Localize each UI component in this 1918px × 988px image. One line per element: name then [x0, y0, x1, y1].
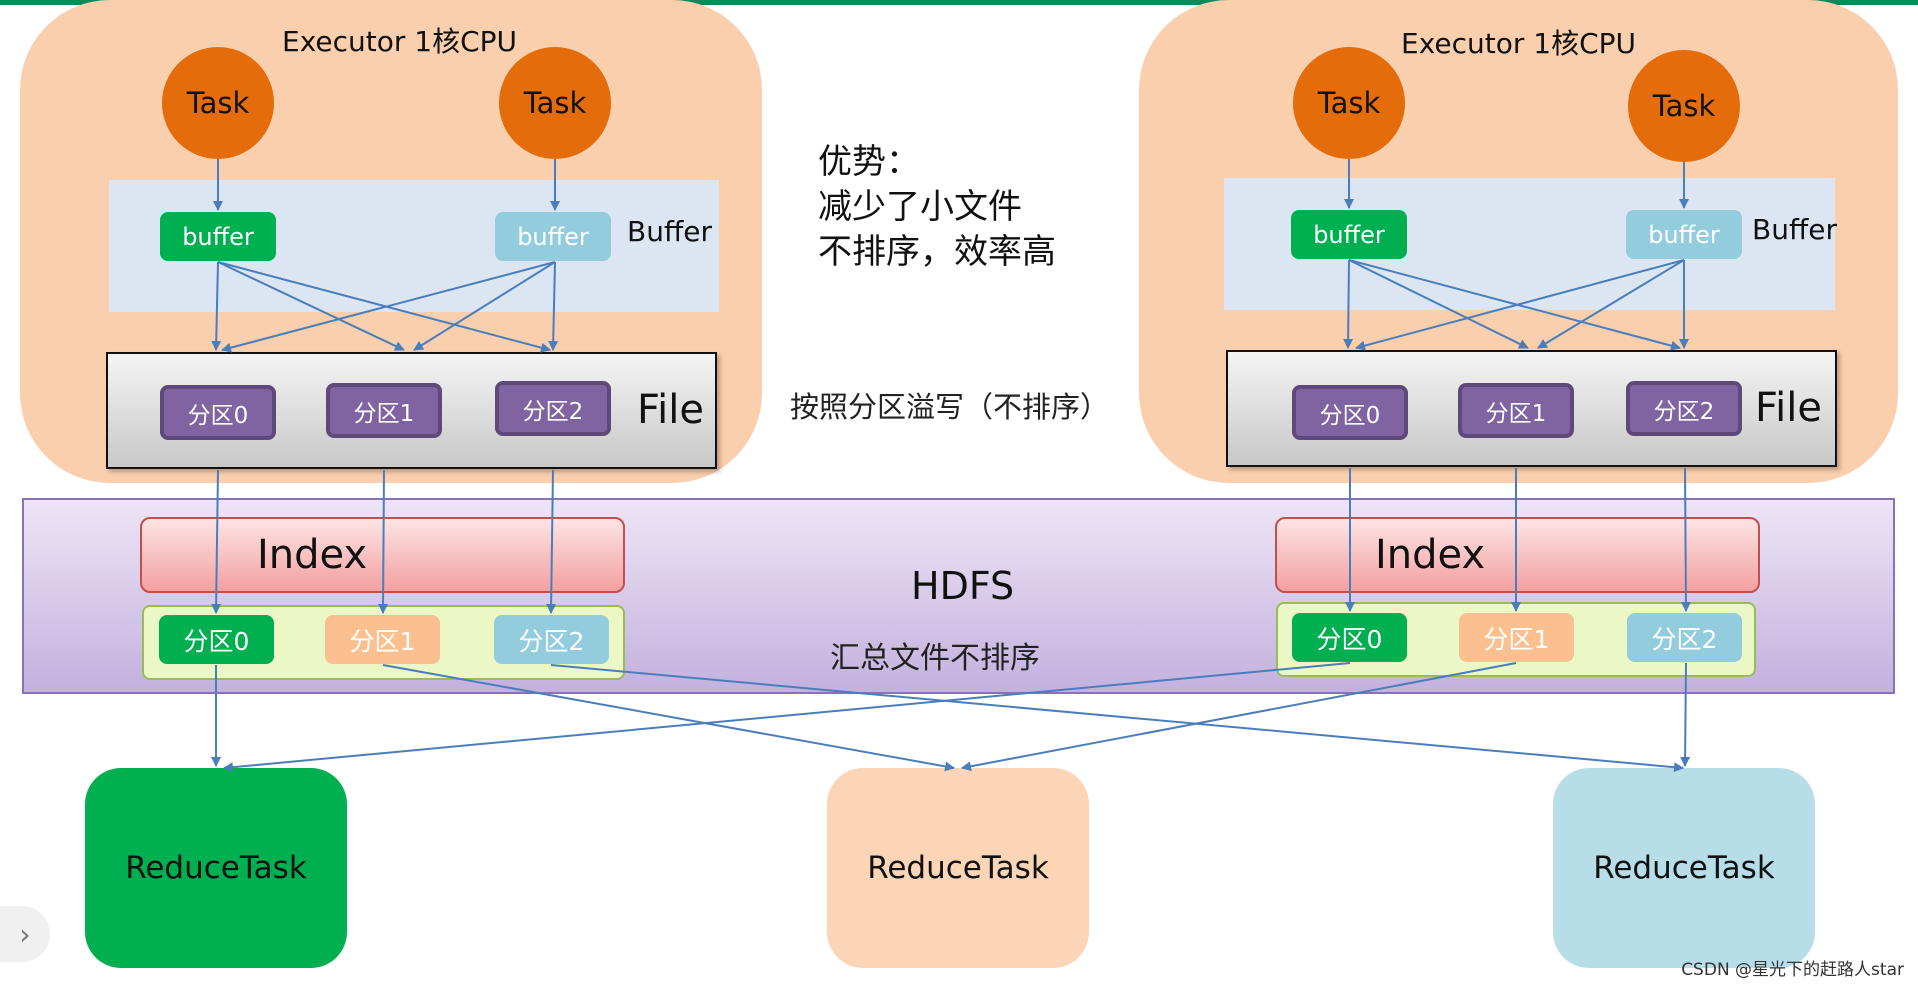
executor-right-buffer-label: Buffer — [1752, 213, 1837, 246]
arrow-left-p2-reduce2 — [550, 664, 1684, 773]
arrow-left-file-p0-hdfs — [211, 469, 222, 614]
advantages-heading: 优势： — [818, 142, 920, 182]
executor-left-buffer-1: buffer — [160, 212, 276, 261]
arrow-left-file-p2-hdfs — [546, 469, 557, 614]
hdfs-label: HDFS — [911, 564, 1015, 608]
advantages-text: 优势： 减少了小文件 不排序，效率高 — [818, 140, 1056, 275]
executor-left-partition-1: 分区1 — [326, 383, 442, 438]
reduce-task-2: ReduceTask — [1553, 768, 1815, 968]
spill-text: 按照分区溢写（不排序） — [790, 390, 1110, 424]
arrow-right-b2-p1 — [1537, 259, 1685, 349]
reduce-task-1: ReduceTask — [827, 768, 1089, 968]
top-accent-bar — [0, 0, 1918, 5]
executor-right-file-label: File — [1755, 385, 1822, 431]
advantages-line-2: 不排序，效率高 — [818, 232, 1056, 272]
executor-right-task-2: Task — [1628, 50, 1740, 162]
executor-right-buffer-1: buffer — [1291, 210, 1407, 259]
executor-left-buffer-label: Buffer — [627, 215, 712, 248]
executor-right-partition-2: 分区2 — [1626, 381, 1742, 436]
executor-right-partition-1: 分区1 — [1458, 383, 1574, 438]
hdfs-index-right: Index — [1275, 517, 1760, 593]
executor-left-partition-0: 分区0 — [160, 385, 276, 440]
hdfs-right-partition-0: 分区0 — [1292, 613, 1407, 662]
next-slide-button[interactable]: › — [0, 906, 50, 962]
arrow-right-p2-reduce2 — [1680, 662, 1691, 767]
arrow-left-b1-p2 — [217, 261, 551, 353]
arrow-right-file-p2-hdfs — [1680, 467, 1691, 612]
hdfs-left-partition-0: 分区0 — [159, 615, 274, 664]
hdfs-right-partition-1: 分区1 — [1459, 613, 1574, 662]
arrow-left-b1-p0 — [211, 261, 222, 351]
executor-right-task-1: Task — [1293, 47, 1405, 159]
executor-left-task-2: Task — [499, 47, 611, 159]
arrow-right-b1-p2 — [1348, 259, 1681, 351]
reduce-task-0: ReduceTask — [85, 768, 347, 968]
arrow-right-p1-reduce1 — [961, 662, 1517, 772]
arrow-left-p1-reduce1 — [382, 664, 955, 772]
hdfs-left-partition-2: 分区2 — [494, 615, 609, 664]
arrow-left-file-p1-hdfs — [378, 469, 389, 614]
arrow-right-p0-reduce0 — [223, 662, 1351, 773]
arrow-left-b1-p1 — [217, 261, 405, 351]
hdfs-right-partition-2: 分区2 — [1627, 613, 1742, 662]
executor-left-file-label: File — [637, 387, 704, 433]
executor-left-title: Executor 1核CPU — [282, 25, 518, 58]
executor-right-buffer-2: buffer — [1626, 210, 1742, 259]
arrow-left-b2-p1 — [413, 261, 556, 351]
hdfs-sub-label: 汇总文件不排序 — [830, 641, 1040, 676]
arrow-left-b2-p2 — [548, 261, 559, 351]
executor-left-task-1: Task — [162, 47, 274, 159]
arrow-left-b2-p0 — [221, 261, 556, 353]
arrow-right-b1-p1 — [1348, 259, 1529, 349]
executor-left-partition-2: 分区2 — [495, 381, 611, 436]
hdfs-left-partition-1: 分区1 — [325, 615, 440, 664]
watermark: CSDN @星光下的赶路人star — [1681, 960, 1904, 980]
arrow-right-b2-p0 — [1355, 259, 1685, 351]
executor-right-title: Executor 1核CPU — [1401, 27, 1637, 60]
chevron-right-icon: › — [19, 917, 31, 951]
executor-right-partition-0: 分区0 — [1292, 385, 1408, 440]
advantages-line-1: 减少了小文件 — [818, 187, 1022, 227]
executor-left-buffer-2: buffer — [495, 212, 611, 261]
arrow-right-b1-p0 — [1343, 259, 1354, 349]
